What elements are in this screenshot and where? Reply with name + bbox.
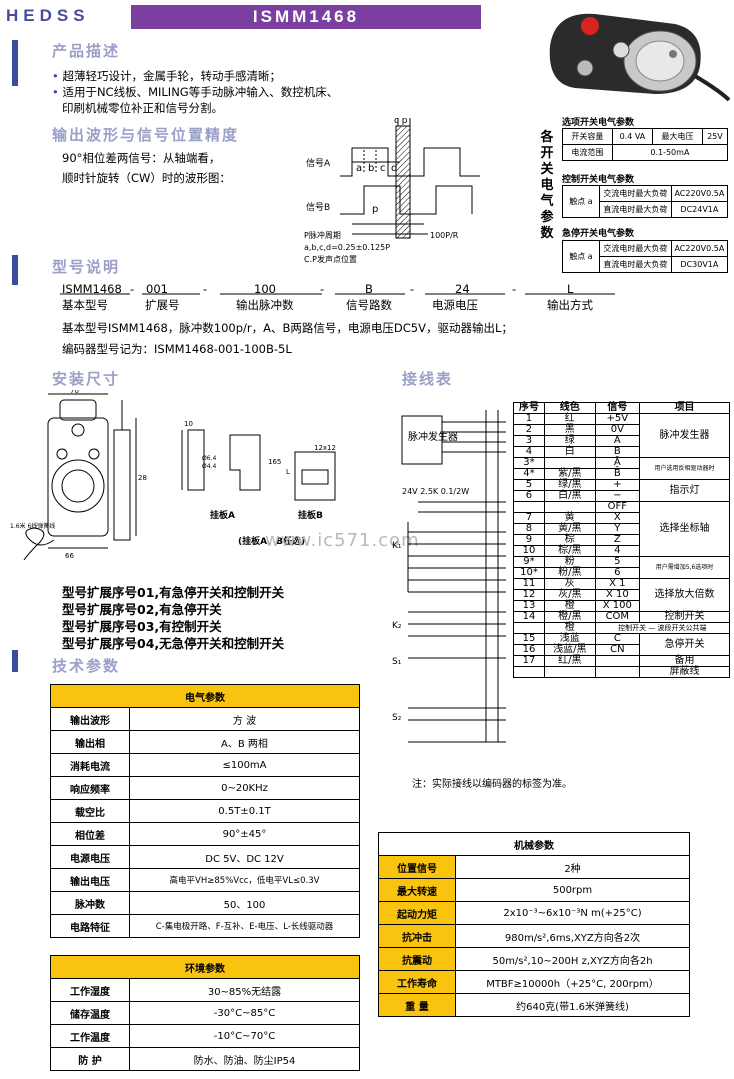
switch-params-side-title: 各开关电气参数 (540, 130, 554, 241)
label-sigA: 信号A (306, 157, 331, 169)
label-tol: a,b,c,d=0.25±0.125P (304, 243, 390, 252)
wiring-schematic: 脉冲发生器 24V 2.5K 0.1/2W K₁ K₂ S₁ S₂ (392, 410, 506, 743)
svg-text:12x12: 12x12 (314, 444, 336, 452)
svg-text:Ø4.4: Ø4.4 (202, 463, 216, 470)
wiring-note: 注：实际接线以编码器的标签为准。 (412, 779, 572, 790)
label-cpnote: C.P发声点位置 (304, 254, 357, 264)
section-bar (12, 650, 18, 672)
label-period: P脉冲周期 (304, 230, 341, 240)
svg-text:K₂: K₂ (392, 621, 402, 631)
section-bar (12, 40, 18, 86)
svg-text:(挂板A、B任选): (挂板A、B任选) (238, 535, 305, 547)
section-heading-wiring: 接线表 (402, 370, 454, 388)
label-c: c (380, 163, 386, 174)
brand-logo: HEDSS (6, 6, 90, 25)
model-code-1: ISMM1468 (62, 282, 122, 296)
model-code-6: L (567, 282, 574, 296)
model-sep-2: - (203, 282, 208, 296)
svg-text:K₁: K₁ (392, 541, 402, 551)
model-title: ISMM1468 (131, 5, 481, 29)
svg-text:24V 2.5K 0.1/2W: 24V 2.5K 0.1/2W (402, 487, 469, 496)
model-name-3: 输出脉冲数 (236, 298, 294, 312)
model-sep-1: - (130, 282, 135, 296)
product-photo (549, 13, 730, 101)
model-name-4: 信号路数 (346, 298, 392, 312)
install-drawing: 70 66 28 10 165 Ø6.4 Ø4.4 12x12 L 1.6米 6… (10, 390, 336, 561)
label-a: a (356, 163, 362, 174)
svg-text:10: 10 (184, 420, 193, 428)
model-name-2: 扩展号 (145, 298, 180, 312)
label-count: 100P/R (430, 231, 459, 240)
selector-title: 选项开关电气参数 (562, 118, 635, 128)
watermark: www.ic571.com (265, 530, 420, 551)
model-line-1: 基本型号ISMM1468，脉冲数100p/r，A、B两路信号，电源电压DC5V，… (62, 321, 513, 335)
waveform-desc-1: 90°相位差两信号：从轴端看， (62, 151, 221, 165)
section-heading-waveform: 输出波形与信号位置精度 (52, 126, 240, 144)
svg-text:66: 66 (65, 552, 74, 560)
waveform-desc-2: 顺时针旋转（CW）时的波形图： (62, 171, 231, 185)
model-sep-5: - (512, 282, 517, 296)
label-sigB: 信号B (306, 201, 330, 213)
model-name-5: 电源电压 (432, 298, 478, 312)
waveform-diagram: 信号A 信号B a b c d p c p P脉冲周期 100P/R a,b,c… (304, 116, 480, 264)
svg-text:1.6米 6线弹簧线: 1.6米 6线弹簧线 (10, 522, 55, 530)
svg-text:S₂: S₂ (392, 713, 402, 723)
estop-title: 急停开关电气参数 (562, 229, 635, 239)
ext-option-3: 型号扩展序号03,有控制开关 (62, 619, 222, 634)
svg-text:28: 28 (138, 474, 147, 482)
label-b: b (368, 163, 374, 174)
section-heading-model: 型号说明 (52, 258, 121, 276)
section-bar (12, 255, 18, 285)
svg-text:挂板A: 挂板A (210, 509, 235, 521)
svg-text:L: L (286, 468, 290, 476)
label-cp: c p (394, 116, 408, 126)
svg-text:挂板B: 挂板B (298, 509, 323, 521)
model-name-6: 输出方式 (547, 298, 593, 312)
svg-text:脉冲发生器: 脉冲发生器 (408, 430, 458, 443)
model-underlines (60, 293, 615, 295)
control-title: 控制开关电气参数 (562, 175, 635, 185)
section-heading-install: 安装尺寸 (52, 370, 121, 388)
ext-option-2: 型号扩展序号02,有急停开关 (62, 602, 222, 617)
label-d: d (391, 163, 397, 174)
ext-option-4: 型号扩展序号04,无急停开关和控制开关 (62, 636, 285, 651)
model-sep-4: - (410, 282, 415, 296)
svg-text:Ø6.4: Ø6.4 (202, 455, 216, 462)
section-heading-product: 产品描述 (52, 42, 121, 60)
svg-text:70: 70 (70, 390, 79, 395)
model-line-2: 编码器型号记为：ISMM1468-001-100B-5L (62, 342, 292, 356)
bullet-1: • 超薄轻巧设计，金属手轮，转动手感清晰； (52, 69, 281, 83)
bullet-2: • 适用于NC线板、MILING等手动脉冲输入、数控机床、 (52, 85, 339, 99)
section-heading-tech: 技术参数 (52, 657, 121, 675)
model-code-4: B (365, 282, 373, 296)
ext-option-1: 型号扩展序号01,有急停开关和控制开关 (62, 585, 285, 600)
model-sep-3: - (320, 282, 325, 296)
model-code-2: 001 (146, 282, 168, 296)
model-name-1: 基本型号 (62, 298, 108, 312)
svg-text:165: 165 (268, 458, 281, 466)
label-p: p (372, 204, 378, 215)
bullet-3: 印刷机械零位补正和信号分割。 (62, 101, 223, 115)
model-code-5: 24 (455, 282, 470, 296)
model-code-3: 100 (254, 282, 276, 296)
svg-text:S₁: S₁ (392, 657, 402, 667)
